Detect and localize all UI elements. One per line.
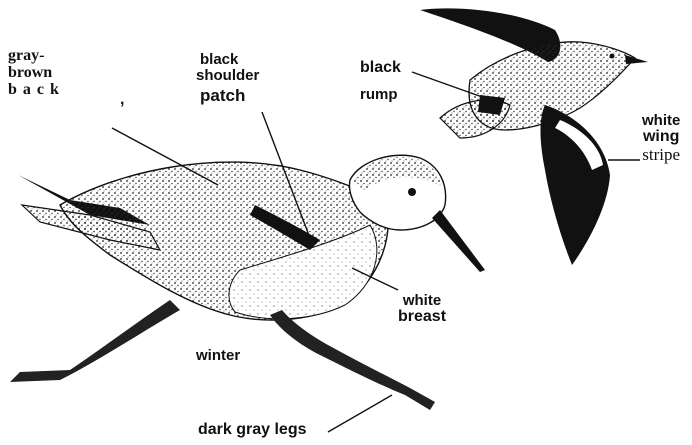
label-shoulder-line3: patch xyxy=(200,87,259,105)
label-shoulder-line2: shoulder xyxy=(196,68,259,84)
label-back-comma: , xyxy=(120,92,124,109)
label-wing-stripe-line2: wing xyxy=(642,129,680,146)
label-back-line3: b a c k xyxy=(8,82,60,99)
label-back: gray- brown b a c k xyxy=(8,48,60,98)
label-shoulder: black shoulder patch xyxy=(200,52,259,104)
label-wing-stripe-line3: stripe xyxy=(642,146,680,164)
label-shoulder-line1: black xyxy=(200,52,259,68)
leg-back xyxy=(10,300,180,382)
label-back-line1: gray- xyxy=(8,48,60,65)
label-legs: dark gray legs xyxy=(198,422,307,439)
flying-bill xyxy=(625,55,648,64)
label-wing-stripe: white wing stripe xyxy=(642,113,680,163)
standing-bird xyxy=(10,155,485,410)
flying-bird xyxy=(420,8,648,265)
label-breast: white breast xyxy=(398,293,446,326)
label-rump-line1: black xyxy=(360,60,401,77)
label-season: winter xyxy=(196,348,240,364)
label-rump-line2: rump xyxy=(360,87,401,103)
bill xyxy=(432,210,485,272)
label-breast-line1: white xyxy=(398,293,446,309)
label-back-line2: brown xyxy=(8,65,60,82)
label-breast-line2: breast xyxy=(398,309,446,326)
label-wing-stripe-line1: white xyxy=(642,113,680,129)
flying-eye xyxy=(610,54,615,59)
eye xyxy=(408,188,416,196)
label-rump: black rump xyxy=(360,60,401,103)
leader-legs xyxy=(328,395,392,432)
